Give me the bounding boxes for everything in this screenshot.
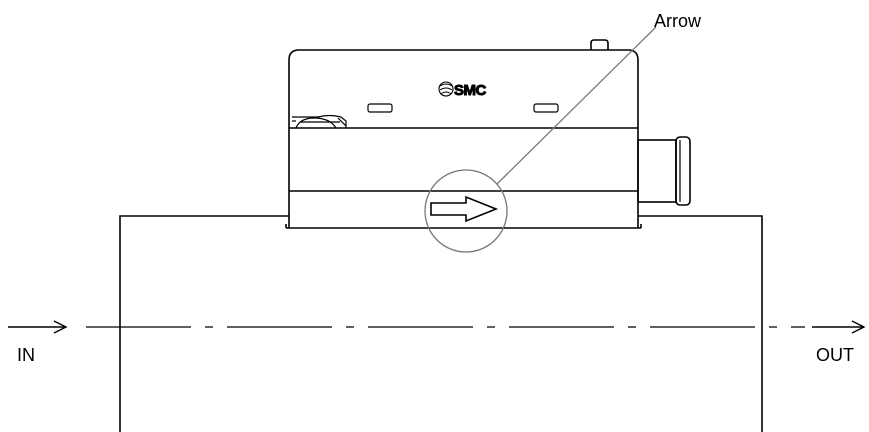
top-button xyxy=(590,39,609,50)
smc-logo-icon: SMC xyxy=(438,81,488,100)
inlet-arrow-icon xyxy=(8,320,68,334)
sensor-housing: SMC xyxy=(285,39,642,229)
arrow-callout xyxy=(424,26,657,253)
inlet-label: IN xyxy=(17,345,35,365)
outlet-arrow-icon xyxy=(812,320,866,334)
left-indicator-slot xyxy=(367,103,393,113)
outlet-label: OUT xyxy=(816,345,854,365)
brand-label: SMC xyxy=(454,82,487,99)
right-arrow-icon xyxy=(430,195,499,223)
cover-latch xyxy=(292,114,347,129)
pipe-body xyxy=(119,215,763,432)
electrical-connector xyxy=(637,136,691,206)
right-indicator-slot xyxy=(533,103,559,113)
arrow-callout-label: Arrow xyxy=(654,11,702,31)
